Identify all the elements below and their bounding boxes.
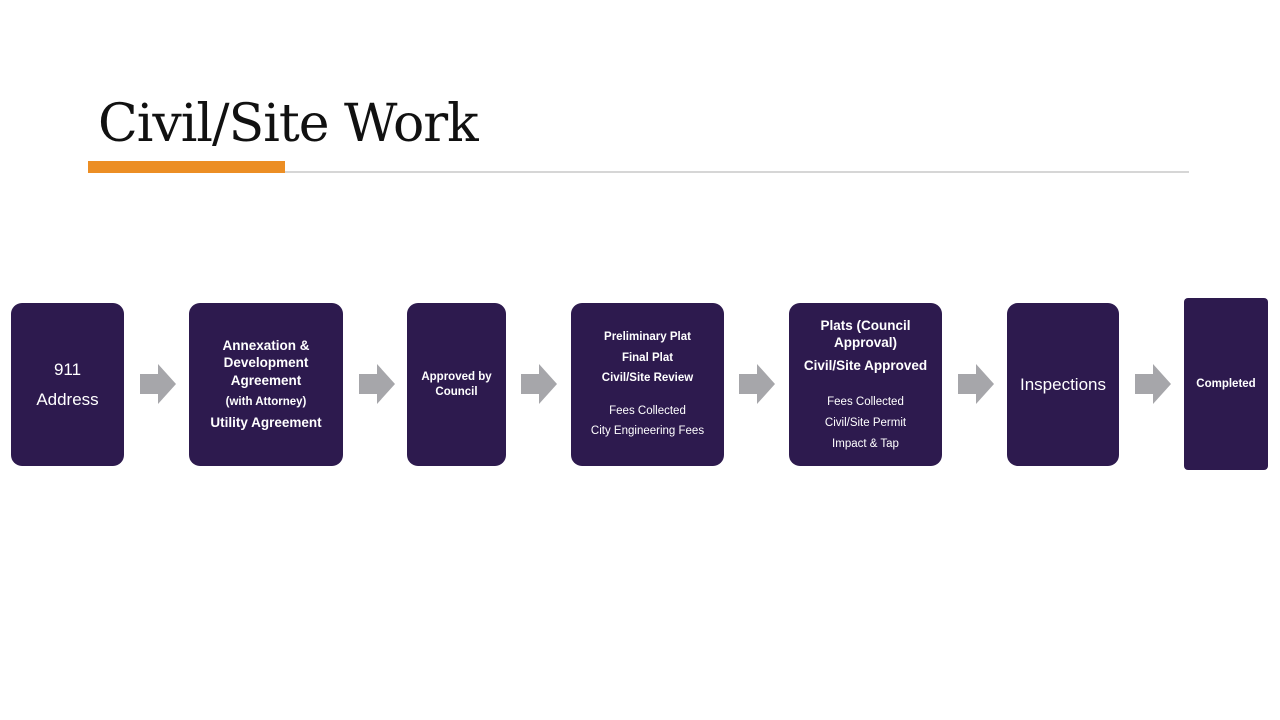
step-911-label: Address (36, 389, 99, 409)
step-civil-site-permit: Civil/Site Permit (824, 417, 907, 429)
arrow-right-icon (521, 364, 557, 404)
step-plats-fees-collected: Fees Collected (827, 396, 904, 408)
title-divider (88, 171, 1189, 173)
step-inspections-label: Inspections (1020, 374, 1106, 394)
arrow-right-icon (140, 364, 176, 404)
page-title: Civil/Site Work (98, 94, 479, 154)
step-annexation-title: Annexation & Development Agreement (222, 337, 310, 388)
step-preliminary-plat: Preliminary Plat (604, 331, 691, 343)
step-plats-title: Plats (Council Approval) (820, 318, 911, 350)
step-utility-agreement: Utility Agreement (210, 415, 322, 431)
arrow-right-icon (1135, 364, 1171, 404)
step-civil-site-approved: Civil/Site Approved (803, 358, 928, 373)
step-911-number: 911 (53, 359, 82, 379)
step-approved: Approved by Council (407, 303, 506, 466)
step-city-engineering-fees: City Engineering Fees (590, 425, 705, 437)
step-completed-label: Completed (1196, 377, 1256, 390)
step-annexation-note: (with Attorney) (225, 396, 307, 409)
step-final-plat: Final Plat (621, 352, 674, 364)
step-plats: Plats (Council Approval) Civil/Site Appr… (789, 303, 942, 466)
arrow-right-icon (739, 364, 775, 404)
step-completed: Completed (1184, 298, 1268, 470)
step-inspections: Inspections (1007, 303, 1119, 466)
step-approved-label: Approved by Council (421, 370, 492, 398)
arrow-right-icon (359, 364, 395, 404)
step-911-address: 911 Address (11, 303, 124, 466)
step-annexation: Annexation & Development Agreement (with… (189, 303, 343, 466)
step-impact-tap: Impact & Tap (832, 438, 899, 450)
arrow-right-icon (958, 364, 994, 404)
step-civil-site-review: Civil/Site Review (601, 372, 694, 384)
title-accent-bar (88, 161, 285, 173)
step-fees-collected: Fees Collected (609, 405, 686, 417)
step-preliminary: Preliminary Plat Final Plat Civil/Site R… (571, 303, 724, 466)
